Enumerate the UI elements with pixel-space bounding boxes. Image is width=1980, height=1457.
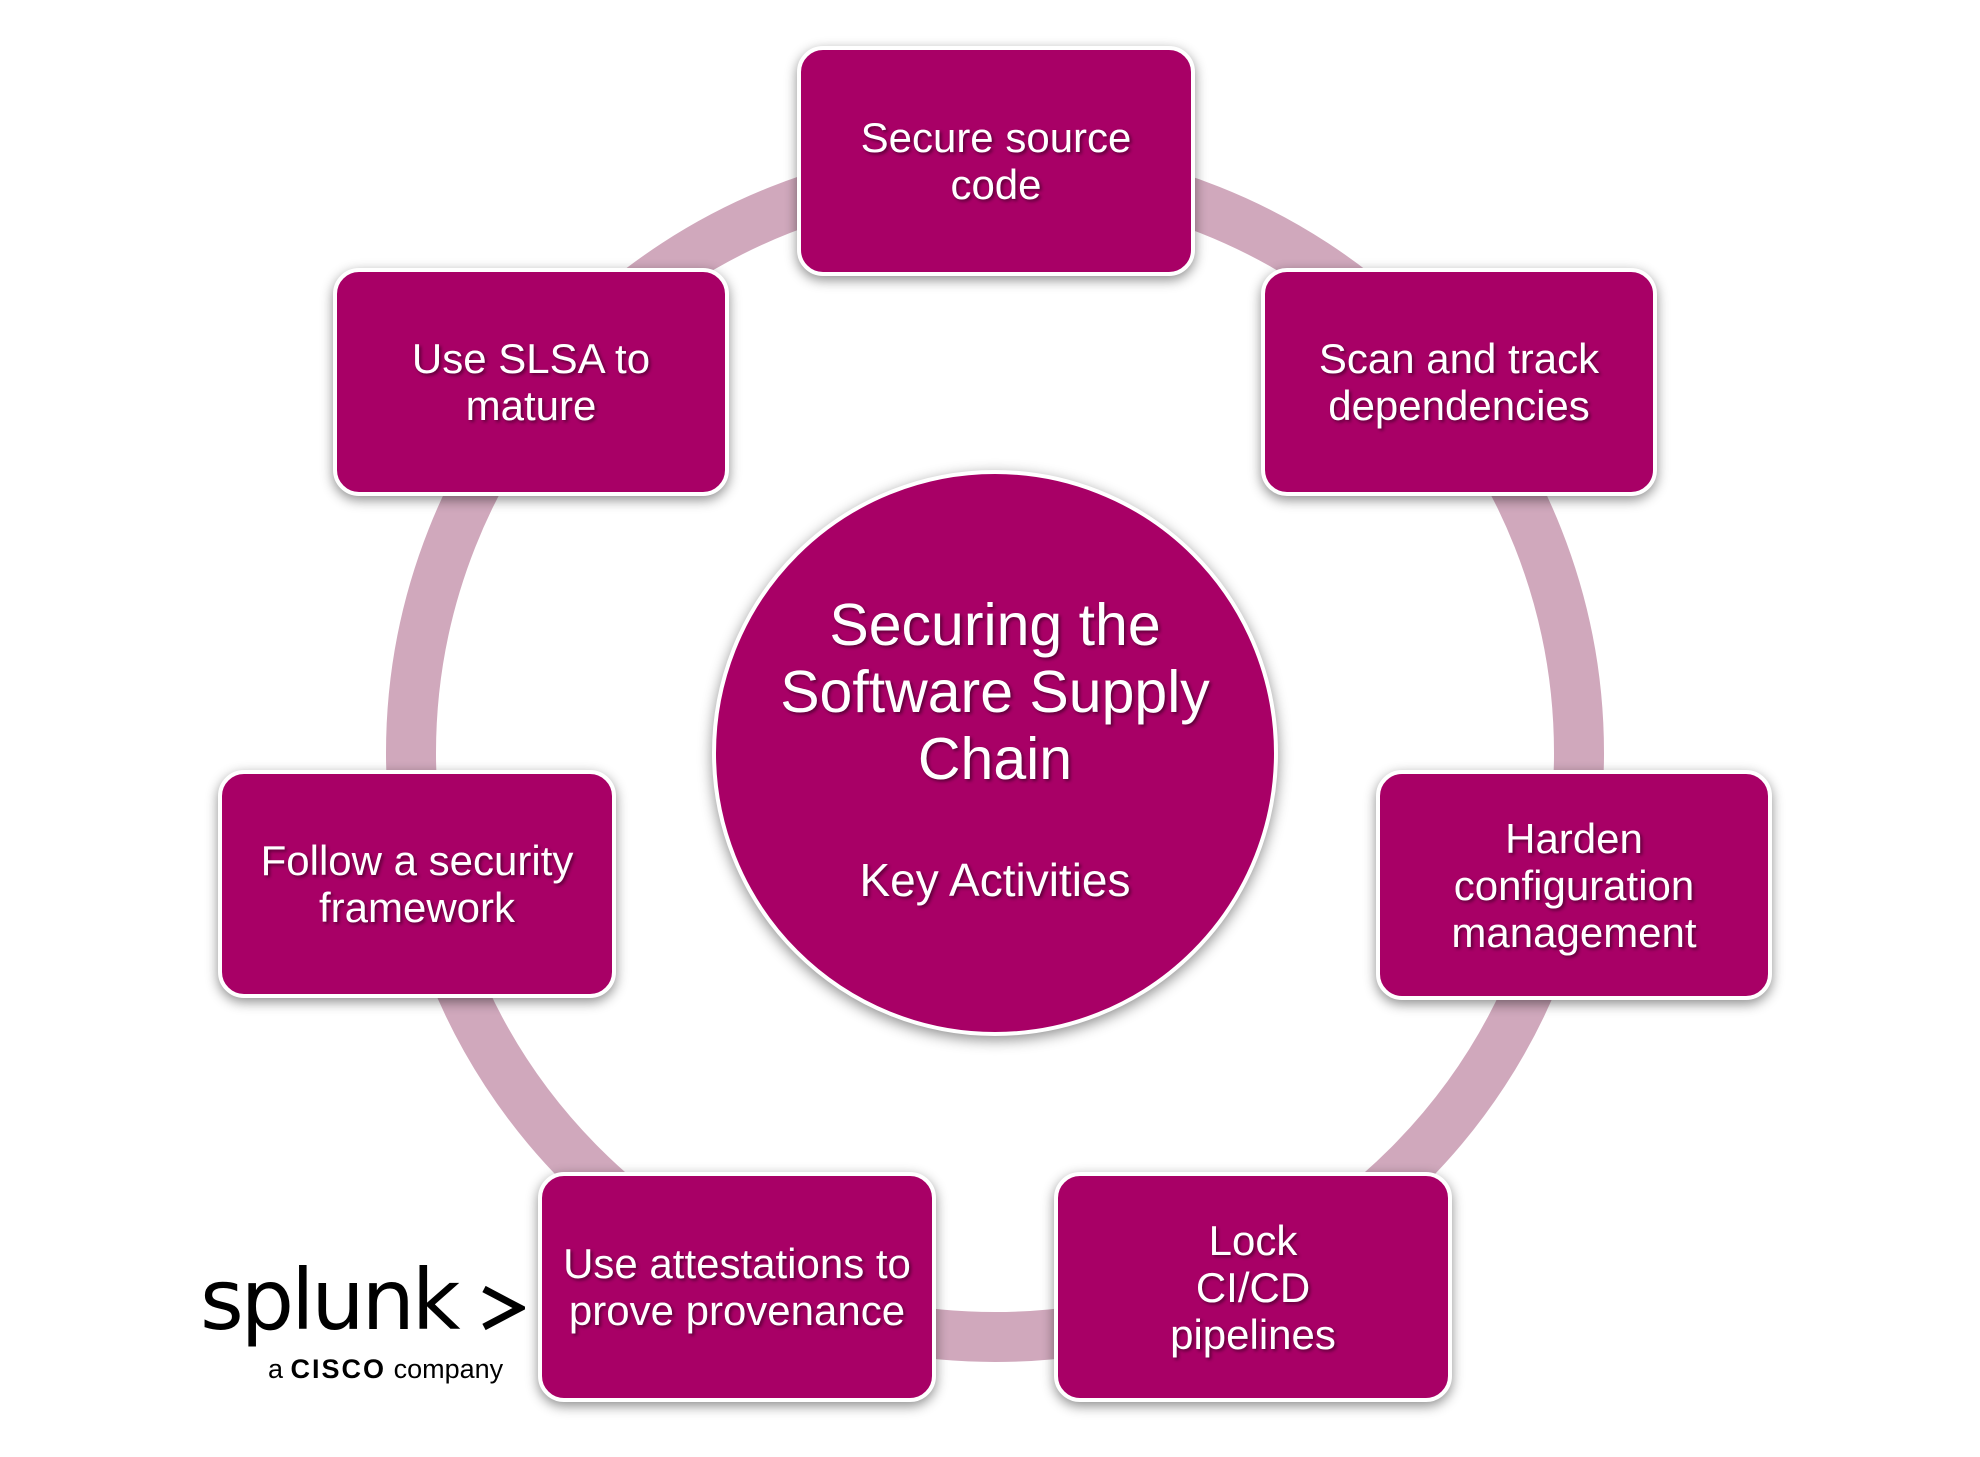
logo-prefix: a	[268, 1354, 284, 1384]
activity-label: Scan and track dependencies	[1318, 335, 1600, 429]
center-title: Securing the Software Supply Chain	[780, 592, 1210, 792]
chevron-right-icon	[482, 1285, 525, 1331]
center-subtitle: Key Activities	[859, 854, 1131, 906]
splunk-wordmark: splunk	[200, 1251, 461, 1349]
activity-scan-track-dependencies: Scan and track dependencies	[1261, 268, 1657, 496]
logo-tagline: a CISCO company	[268, 1353, 503, 1385]
activity-label: Lock CI/CD pipelines	[1170, 1216, 1336, 1358]
activity-attestations-provenance: Use attestations to prove provenance	[538, 1172, 936, 1402]
logo-suffix: company	[393, 1354, 504, 1384]
activity-secure-source-code: Secure source code	[797, 46, 1195, 276]
cisco-wordmark: CISCO	[290, 1354, 387, 1384]
activity-label: Use SLSA to mature	[411, 335, 651, 429]
activity-harden-configuration: Harden configuration management	[1376, 770, 1772, 1000]
activity-label: Harden configuration management	[1451, 814, 1697, 956]
activity-label: Use attestations to prove provenance	[563, 1240, 911, 1334]
center-hub: Securing the Software Supply Chain Key A…	[712, 470, 1278, 1036]
activity-label: Follow a security framework	[260, 837, 574, 931]
activity-security-framework: Follow a security framework	[218, 770, 616, 998]
activity-slsa-mature: Use SLSA to mature	[333, 268, 729, 496]
splunk-cisco-logo: splunk a CISCO company	[200, 1255, 530, 1395]
activity-label: Secure source code	[860, 114, 1132, 208]
activity-lock-cicd: Lock CI/CD pipelines	[1054, 1172, 1452, 1402]
